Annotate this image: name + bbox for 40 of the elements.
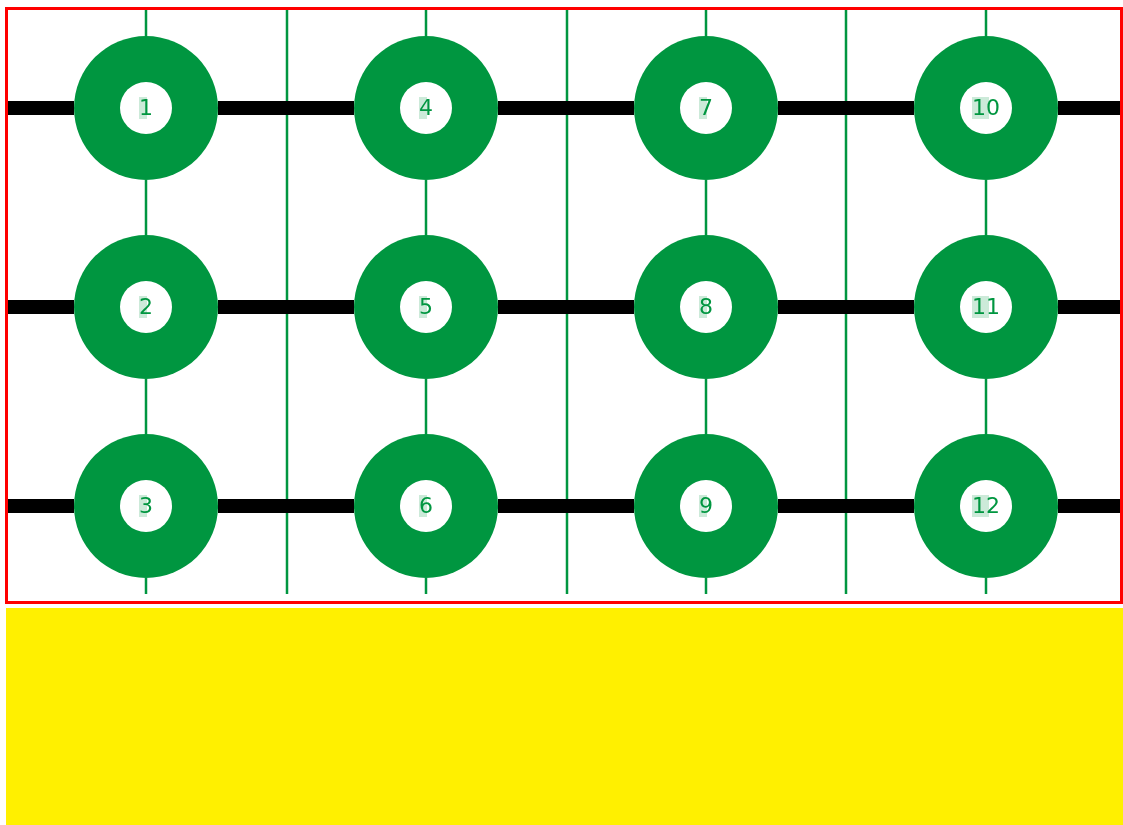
- thick-line: [778, 499, 914, 513]
- connector-line: [704, 10, 708, 36]
- node-number: 3: [139, 495, 153, 517]
- node-number: 6: [419, 495, 433, 517]
- thick-line: [8, 300, 74, 314]
- connector-line: [144, 379, 148, 434]
- node-number: 10: [972, 97, 1000, 119]
- base-band: [6, 608, 1123, 825]
- connector-line: [144, 10, 148, 36]
- thick-line: [1058, 101, 1121, 115]
- connector-line: [424, 10, 428, 36]
- connector-line: [984, 379, 988, 434]
- thick-line: [218, 499, 354, 513]
- thick-line: [498, 101, 634, 115]
- connector-line: [704, 180, 708, 235]
- node-number: 8: [699, 296, 713, 318]
- thick-line: [218, 101, 354, 115]
- thick-line: [1058, 499, 1121, 513]
- node-number: 2: [139, 296, 153, 318]
- thick-line: [498, 499, 634, 513]
- node-number: 7: [699, 97, 713, 119]
- connector-line: [424, 180, 428, 235]
- thick-line: [8, 499, 74, 513]
- thick-line: [778, 300, 914, 314]
- connector-line: [984, 180, 988, 235]
- thick-line: [1058, 300, 1121, 314]
- thick-line: [778, 101, 914, 115]
- node-number: 12: [972, 495, 1000, 517]
- connector-line: [144, 180, 148, 235]
- thick-line: [218, 300, 354, 314]
- connector-line: [704, 379, 708, 434]
- thick-line: [8, 101, 74, 115]
- node-number: 11: [972, 296, 1000, 318]
- node-number: 5: [419, 296, 433, 318]
- node-number: 9: [699, 495, 713, 517]
- connector-line: [424, 379, 428, 434]
- node-number: 4: [419, 97, 433, 119]
- node-number: 1: [139, 97, 153, 119]
- thick-line: [498, 300, 634, 314]
- connector-line: [984, 10, 988, 36]
